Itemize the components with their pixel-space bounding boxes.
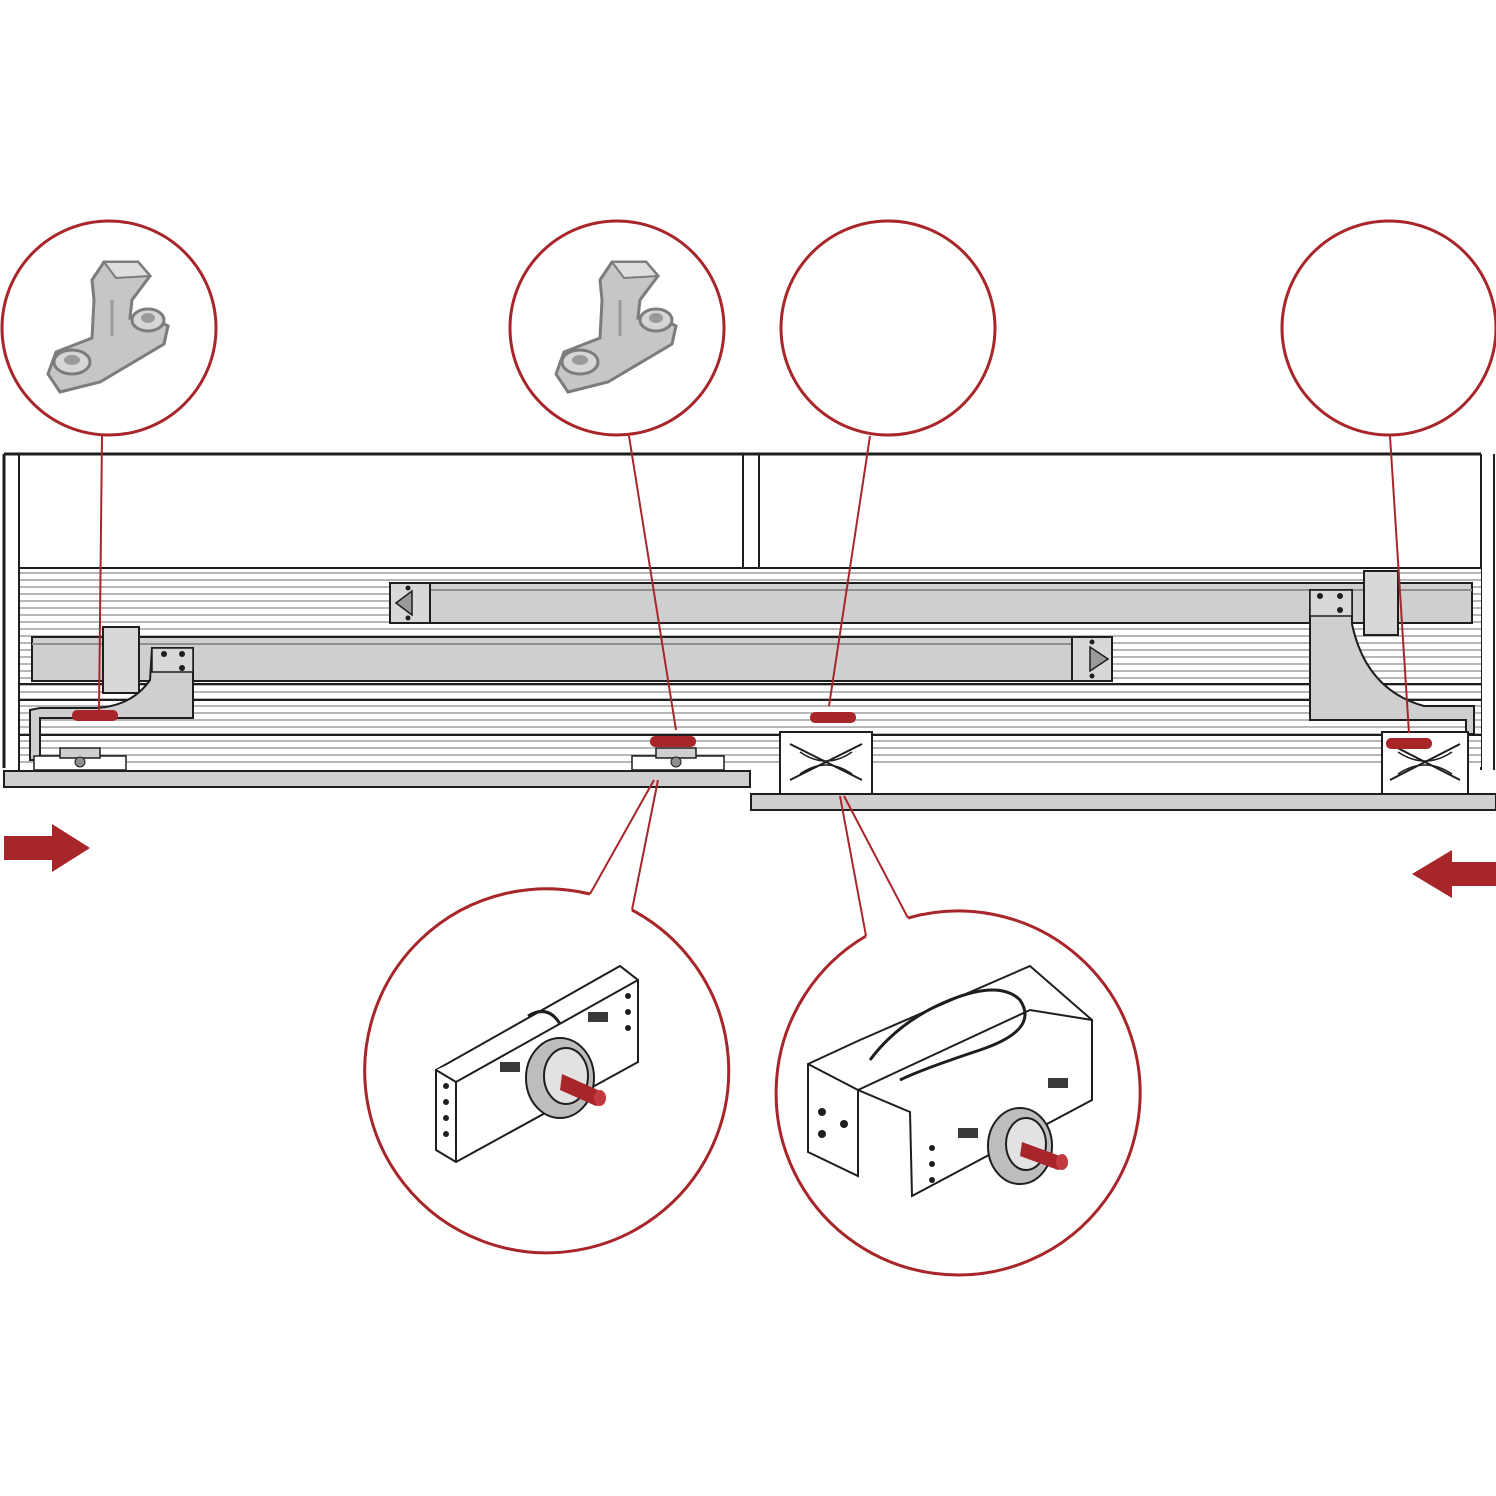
callout-guide-bracket-1 (0, 219, 218, 437)
red-guide-stoppers (72, 710, 1432, 749)
lower-traverse-bar (31, 636, 1113, 682)
callout-leaders (98, 435, 1410, 937)
callout-guide-bracket-3 (779, 219, 997, 437)
callout-guide-bracket-4 (1280, 219, 1496, 437)
arrow-left-icon (1412, 850, 1496, 898)
callout-bottom-roller (363, 887, 731, 1255)
spring-housing-center (779, 731, 873, 795)
right-door-panel (750, 793, 1496, 811)
upper-traverse-bar (389, 582, 1473, 624)
right-door-pivot-bracket (1309, 570, 1475, 735)
callout-guide-bracket-2 (508, 219, 726, 437)
callout-spring-roller (774, 909, 1142, 1277)
left-door-panel (3, 770, 751, 788)
arrow-right-icon (4, 824, 90, 872)
